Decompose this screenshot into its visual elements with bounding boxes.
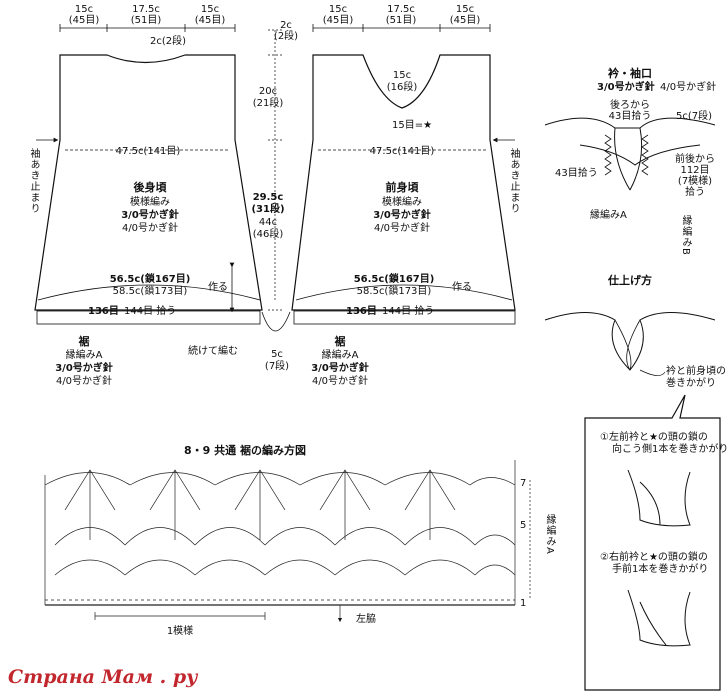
collar-edge-right: 縁編みB — [680, 215, 691, 256]
hem-right-hook2: 4/0号かぎ針 — [311, 376, 369, 387]
chart-row5: 5 — [520, 520, 527, 531]
hem-stitch-chart — [44, 460, 531, 623]
chart-row1: 1 — [520, 598, 527, 609]
collar-hook2: 4/0号かぎ針 — [660, 82, 717, 93]
center-measure-lines — [268, 29, 282, 311]
step1-diagram — [627, 469, 691, 527]
front-armhole-label: 袖あき止まり — [508, 148, 519, 214]
steps-callout-box — [584, 394, 721, 691]
chart-repeat: 1模様 — [166, 626, 194, 637]
continue-curve — [261, 311, 291, 332]
watermark: Страна Мам . ру — [8, 666, 198, 688]
top-measure-left-front: 15c(45目) — [322, 4, 354, 26]
top-measure-mid-front: 17.5c(51目) — [385, 4, 417, 26]
back-body-outline — [34, 54, 263, 311]
center-total3: 44c — [258, 217, 278, 228]
front-hem-curve — [295, 284, 513, 301]
collar-title: 衿・袖口 — [608, 67, 652, 80]
back-make: 作る — [208, 282, 228, 293]
collar-front1: 前後から — [675, 154, 715, 165]
center-total2: (31段) — [251, 204, 285, 215]
top-measure-left: 15c(45目) — [68, 4, 100, 26]
top-measure-right: 15c(45目) — [194, 4, 226, 26]
step1a: ①左前衿と★の頭の鎖の — [600, 432, 708, 443]
front-hook1: 3/0号かぎ針 — [373, 210, 431, 221]
center-len1: 20c — [258, 86, 278, 97]
back-title: 後身頃 — [133, 181, 167, 194]
collar-front2: 112目 — [680, 165, 710, 176]
chart-row7: 7 — [520, 478, 527, 489]
collar-front4: 拾う — [685, 187, 705, 198]
back-hook2: 4/0号かぎ針 — [121, 223, 179, 234]
front-mark: 15目=★ — [392, 120, 433, 131]
front-title: 前身頃 — [385, 181, 419, 194]
center-top2: (2段) — [273, 31, 299, 42]
collar-hook1: 3/0号かぎ針 — [597, 82, 655, 93]
front-hem-width2: 58.5c(鎖173目) — [356, 286, 432, 297]
hem-right-title: 裾 — [334, 335, 346, 348]
front-pickup-rest: 144目 拾う — [382, 306, 435, 317]
chart-edge-label: 縁編みA — [544, 514, 555, 555]
center-len2: (21段) — [252, 98, 284, 109]
top-measure-right-front: 15c(45目) — [449, 4, 481, 26]
center-total4: (46段) — [252, 229, 284, 240]
finish-inner — [614, 319, 641, 371]
front-hem-band — [293, 310, 516, 325]
hem-right-edge: 縁編みA — [321, 350, 359, 361]
collar-edge-zigzag — [604, 134, 649, 176]
collar-back1: 後ろから — [610, 100, 650, 111]
collar-front3: (7模様) — [677, 176, 713, 187]
center-top1: 2c — [280, 20, 292, 31]
step1b: 向こう側1本を巻きかがり — [612, 444, 728, 455]
front-pattern: 模様編み — [382, 197, 422, 208]
hem-left-hook1: 3/0号かぎ針 — [55, 363, 113, 374]
chart-title: 8・9 共通 裾の編み方図 — [184, 444, 306, 457]
back-hem-width2: 58.5c(鎖173目) — [112, 286, 188, 297]
center-hem1: 5c — [271, 349, 283, 360]
back-hem-band — [36, 310, 261, 325]
hem-left-title: 裾 — [78, 335, 90, 348]
finish-title: 仕上げ方 — [608, 274, 652, 287]
center-hem2: (7段) — [264, 361, 290, 372]
back-pickup-rest: 144目 拾う — [124, 306, 177, 317]
step2a: ②右前衿と★の頭の鎖の — [600, 552, 708, 563]
front-body-outline — [291, 54, 516, 311]
front-neck1: 15c — [392, 70, 412, 81]
finish-note-arrow — [639, 369, 666, 376]
collar-left-pick: 43目拾う — [555, 168, 598, 179]
collar-back2: 43目拾う — [608, 111, 652, 122]
front-make: 作る — [452, 282, 472, 293]
step2b: 手前1本を巻きかがり — [612, 564, 709, 575]
back-armhole-label: 袖あき止まり — [28, 148, 39, 214]
back-hem-width1: 56.5c(鎖167目) — [109, 274, 191, 285]
back-pattern: 模様編み — [130, 197, 170, 208]
collar-side: 5c(7段) — [676, 111, 713, 122]
collar-edge-left: 縁編みA — [590, 210, 627, 221]
front-neck2: (16段) — [386, 82, 418, 93]
front-pickup-num: 136目 — [346, 306, 377, 317]
hem-left-edge: 縁編みA — [65, 350, 103, 361]
continue-label: 続けて編む — [188, 346, 238, 357]
center-total1: 29.5c — [252, 192, 284, 203]
back-width: 47.5c(141目) — [115, 146, 181, 157]
hem-right-hook1: 3/0号かぎ針 — [311, 363, 369, 374]
chart-side-seam: 左脇 — [356, 614, 376, 625]
back-pickup-num: 136目 — [88, 306, 119, 317]
back-hook1: 3/0号かぎ針 — [121, 210, 179, 221]
step2-diagram — [627, 589, 691, 647]
front-hook2: 4/0号かぎ針 — [373, 223, 431, 234]
front-width: 47.5c(141目) — [369, 146, 435, 157]
top-dimension-left — [59, 24, 236, 32]
finish-note2: 巻きかがり — [666, 378, 716, 389]
hem-left-hook2: 4/0号かぎ針 — [55, 376, 113, 387]
finish-note1: 衿と前身頃の — [666, 366, 726, 377]
top-dimension-right — [312, 24, 491, 32]
collar-diagram — [544, 117, 716, 191]
back-shoulder-drop: 2c(2段) — [149, 36, 187, 47]
front-hem-width1: 56.5c(鎖167目) — [353, 274, 435, 285]
top-measure-mid: 17.5c(51目) — [130, 4, 162, 26]
